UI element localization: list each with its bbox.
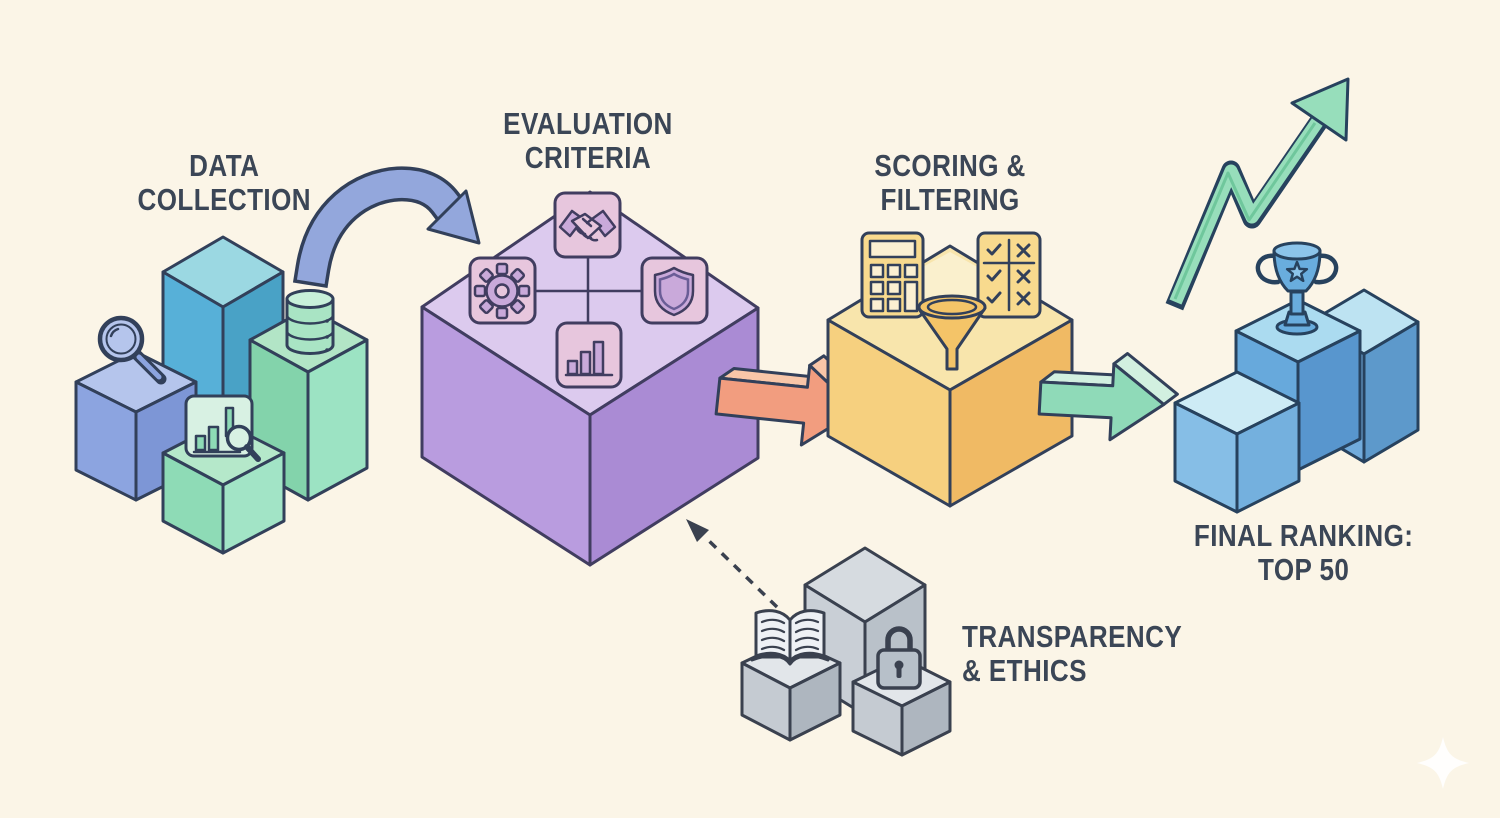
dashed-arrow — [686, 519, 779, 609]
label-line: FILTERING — [880, 182, 1020, 217]
curved-arrow-head — [426, 189, 481, 245]
podium-steps — [1173, 241, 1420, 514]
growth-zigzag-arrow-icon — [1165, 77, 1350, 311]
label-scoring-filtering: SCORING & FILTERING — [820, 149, 1080, 217]
funnel-icon — [917, 294, 987, 371]
label-line: FINAL RANKING: — [1194, 518, 1414, 553]
label-transparency-ethics: TRANSPARENCY & ETHICS — [962, 620, 1282, 688]
padlock-icon — [876, 626, 922, 690]
data-collection-cubes — [74, 235, 369, 555]
trophy-icon — [1255, 241, 1339, 336]
bar-chart-icon — [555, 321, 623, 389]
label-line: TOP 50 — [1258, 552, 1350, 587]
label-line: SCORING & — [874, 148, 1026, 183]
handshake-icon — [553, 191, 622, 259]
label-line: & ETHICS — [962, 653, 1087, 688]
sparkle-watermark — [1417, 737, 1469, 789]
database-icon — [285, 289, 335, 355]
gear-icon — [468, 256, 537, 325]
label-line: TRANSPARENCY — [962, 619, 1183, 654]
green-cube — [248, 289, 369, 502]
label-line: COLLECTION — [137, 182, 311, 217]
curved-arrow-body — [296, 169, 465, 285]
curved-arrow-blue — [292, 166, 481, 289]
bar-chart-panel-icon — [184, 394, 261, 462]
evaluation-criteria-cube — [420, 190, 760, 567]
shield-icon — [640, 256, 709, 325]
calculator-icon — [860, 231, 925, 319]
podium-step-left — [1173, 370, 1301, 514]
arrow-mint — [1037, 352, 1179, 442]
label-line: CRITERIA — [524, 140, 652, 175]
scoring-filtering-cube — [826, 231, 1074, 508]
checklist-icon — [976, 231, 1042, 319]
label-final-ranking: FINAL RANKING: TOP 50 — [1154, 519, 1454, 587]
open-book-icon — [750, 609, 830, 666]
label-line: DATA — [188, 148, 260, 183]
label-line: EVALUATION — [503, 106, 673, 141]
magnifier-icon — [97, 315, 167, 385]
label-evaluation-criteria: EVALUATION CRITERIA — [458, 107, 718, 175]
label-data-collection: DATA COLLECTION — [94, 149, 354, 217]
transparency-ethics-cubes — [686, 519, 952, 757]
